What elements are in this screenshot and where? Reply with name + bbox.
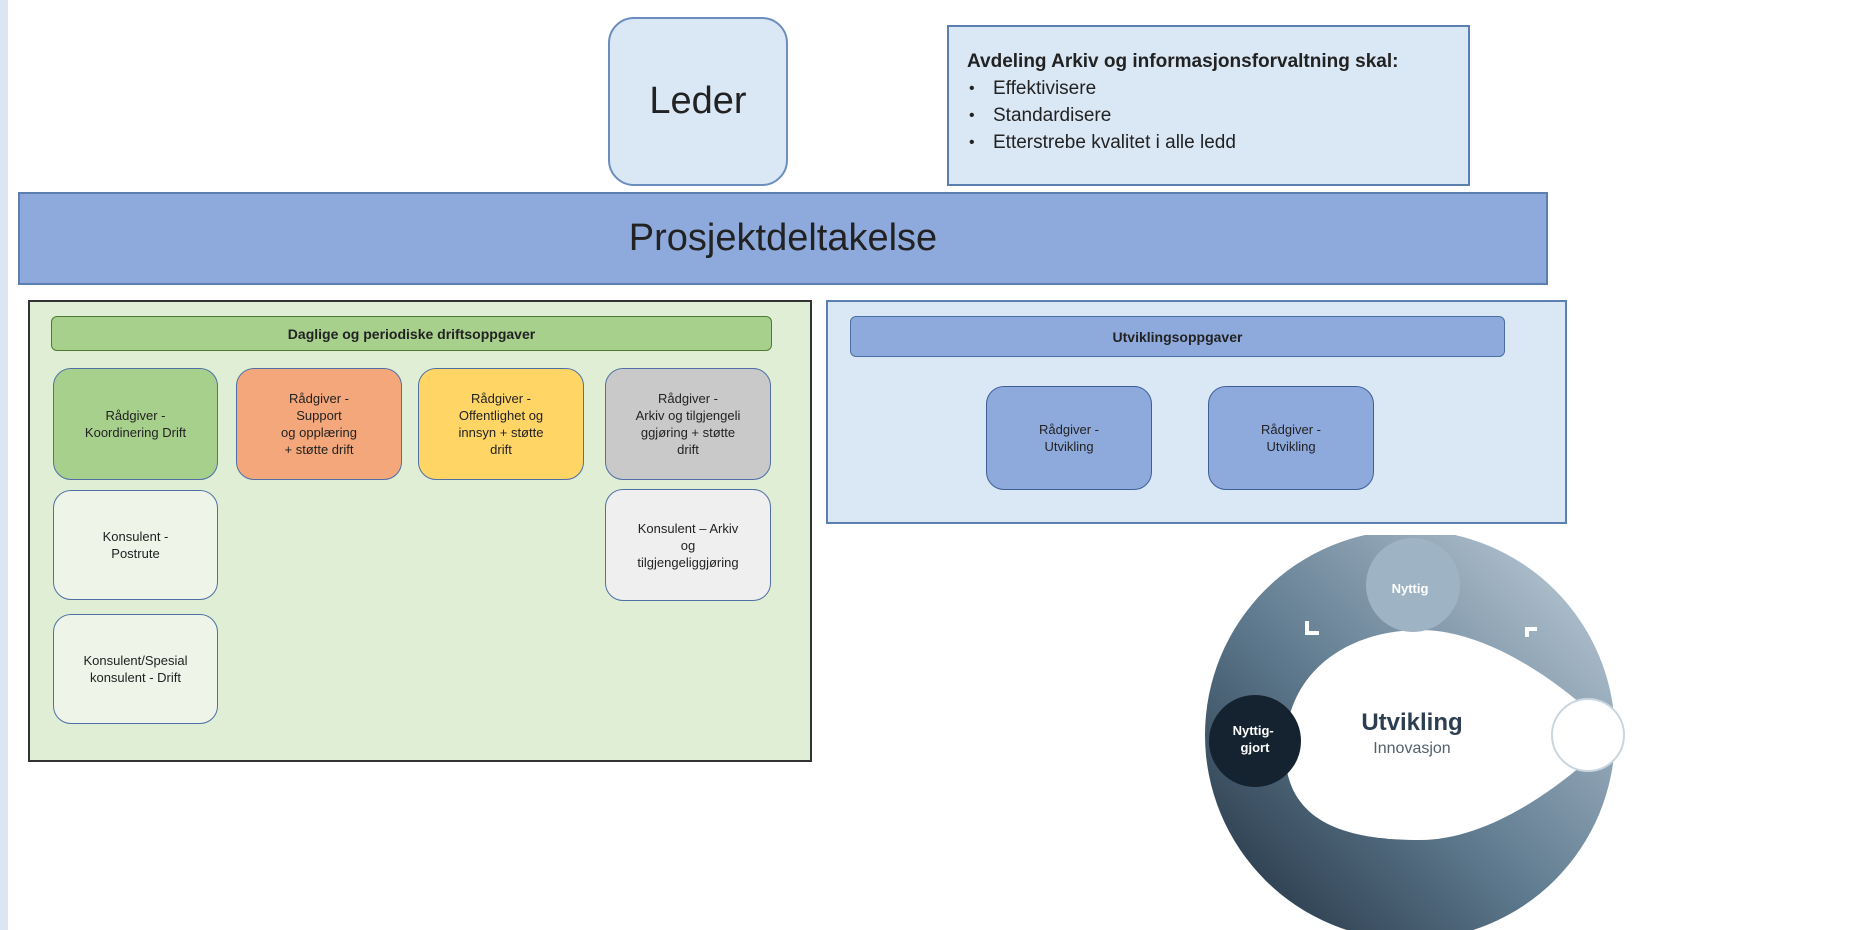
role-archive-consultant: Konsulent – Arkiv og tilgjengeliggjøring [605,489,771,601]
development-header-label: Utviklingsoppgaver [1112,328,1243,345]
role-label: Konsulent - Postrute [102,529,169,561]
project-label: Prosjektdeltakelse [628,217,938,259]
innovation-cycle-graphic: Nyttig Nyttig- gjort Utvikling Innovasjo… [1205,535,1868,930]
goal-item: Effektivisere [967,75,1450,102]
cycle-center-title: Utvikling [1361,709,1462,736]
role-archive-access: Rådgiver - Arkiv og tilgjengeli ggjøring… [605,368,771,480]
goal-item: Standardisere [967,102,1450,129]
role-label: Konsulent/Spesial konsulent - Drift [83,653,188,685]
operations-header-label: Daglige og periodiske driftsoppgaver [287,325,536,342]
arrow-marker-icon [1305,621,1319,635]
role-support-training: Rådgiver - Support og opplæring + støtte… [236,368,402,480]
goal-item: Etterstrebe kvalitet i alle ledd [967,129,1450,156]
development-header: Utviklingsoppgaver [850,316,1505,357]
project-participation-bar: Prosjektdeltakelse [18,192,1548,285]
role-coordination-drift: Rådgiver - Koordinering Drift [53,368,218,480]
cycle-node-left-line1: Nyttig- [1233,723,1274,738]
cycle-node-right [1551,698,1625,772]
cycle-center-subtitle: Innovasjon [1373,740,1450,757]
role-label: Rådgiver - Utvikling [1261,422,1321,454]
role-development-1: Rådgiver - Utvikling [986,386,1152,490]
cycle-node-top [1366,538,1460,632]
role-label: Rådgiver - Offentlighet og innsyn + støt… [458,391,544,457]
leader-label: Leder [649,80,747,122]
operations-header: Daglige og periodiske driftsoppgaver [51,316,772,351]
cycle-node-left [1209,695,1301,787]
department-goals-box: Avdeling Arkiv og informasjonsforvaltnin… [947,25,1470,186]
cycle-center-shape [1285,630,1615,840]
role-label: Rådgiver - Arkiv og tilgjengeli ggjøring… [635,391,741,457]
role-label: Konsulent – Arkiv og tilgjengeliggjøring [637,520,739,570]
leader-box: Leder [608,17,788,186]
role-public-access: Rådgiver - Offentlighet og innsyn + støt… [418,368,584,480]
role-label: Rådgiver - Koordinering Drift [84,408,187,440]
arrow-marker-icon [1525,627,1537,637]
role-mail-route: Konsulent - Postrute [53,490,218,600]
cycle-node-left-line2: gjort [1241,740,1271,755]
role-special-consultant: Konsulent/Spesial konsulent - Drift [53,614,218,724]
cycle-svg: Nyttig Nyttig- gjort Utvikling Innovasjo… [1205,535,1625,930]
cycle-node-left-label: Nyttig- gjort [1233,723,1278,755]
cycle-node-top-label: Nyttig [1392,581,1429,596]
goals-title: Avdeling Arkiv og informasjonsforvaltnin… [967,51,1399,72]
role-label: Rådgiver - Support og opplæring + støtte… [281,391,357,457]
role-label: Rådgiver - Utvikling [1039,422,1099,454]
goals-list: Effektivisere Standardisere Etterstrebe … [967,75,1450,156]
role-development-2: Rådgiver - Utvikling [1208,386,1374,490]
